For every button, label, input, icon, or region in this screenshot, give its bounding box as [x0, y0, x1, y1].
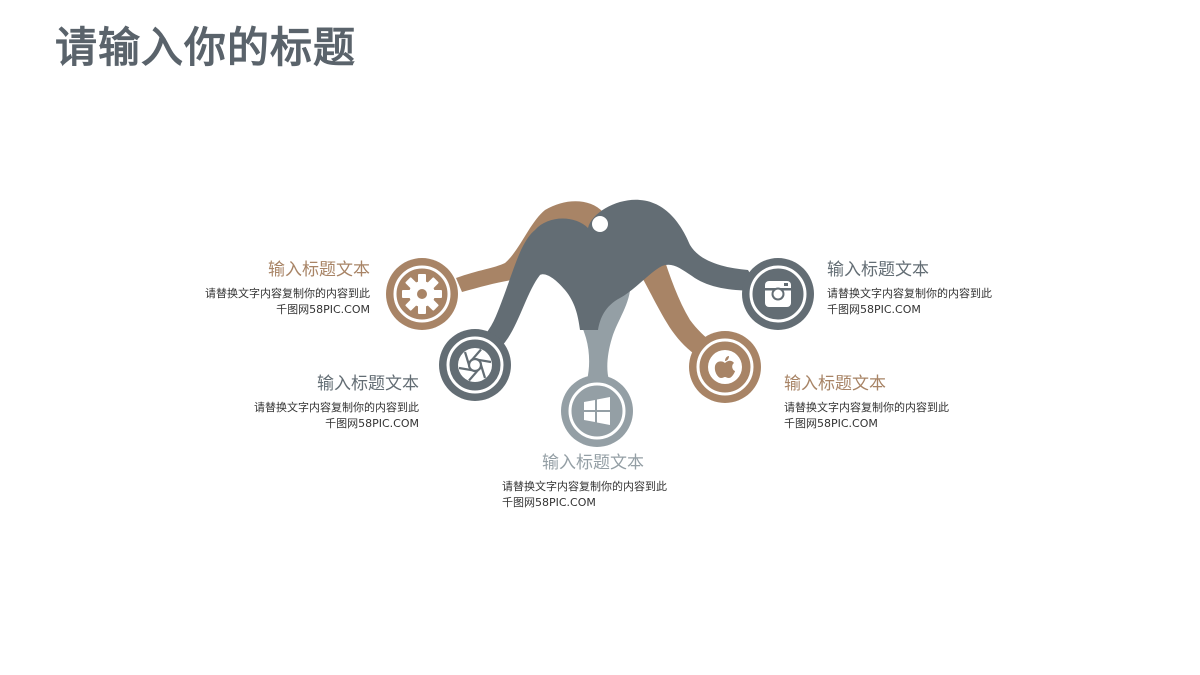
item-desc-line2: 千图网58PIC.COM [325, 417, 419, 430]
item-title: 输入标题文本 [542, 453, 644, 473]
item-desc-line1: 请替换文字内容复制你的内容到此 [784, 401, 949, 414]
item-desc-line2: 千图网58PIC.COM [784, 417, 878, 430]
decorative-dot [592, 216, 608, 232]
item-title: 输入标题文本 [827, 260, 929, 280]
item-desc-line1: 请替换文字内容复制你的内容到此 [254, 401, 419, 414]
item-instagram: 输入标题文本 请替换文字内容复制你的内容到此 千图网58PIC.COM [827, 258, 1067, 318]
instagram-icon [765, 281, 791, 307]
gear-icon [402, 274, 442, 314]
item-desc-line1: 请替换文字内容复制你的内容到此 [827, 287, 992, 300]
item-apple: 输入标题文本 请替换文字内容复制你的内容到此 千图网58PIC.COM [784, 372, 1024, 432]
item-aperture: 输入标题文本 请替换文字内容复制你的内容到此 千图网58PIC.COM [179, 372, 419, 432]
item-gear: 输入标题文本 请替换文字内容复制你的内容到此 千图网58PIC.COM [130, 258, 370, 318]
slate-branch-shape [439, 199, 814, 401]
item-desc-line1: 请替换文字内容复制你的内容到此 [205, 287, 370, 300]
windows-icon [584, 397, 610, 425]
apple-icon [708, 350, 742, 384]
item-title: 输入标题文本 [268, 260, 370, 280]
item-desc-line2: 千图网58PIC.COM [276, 303, 370, 316]
item-windows: 输入标题文本 请替换文字内容复制你的内容到此 千图网58PIC.COM [502, 451, 742, 511]
item-title: 输入标题文本 [784, 374, 886, 394]
aperture-icon [458, 348, 492, 382]
item-title: 输入标题文本 [317, 374, 419, 394]
node-rings [393, 265, 807, 440]
item-desc-line2: 千图网58PIC.COM [827, 303, 921, 316]
item-desc-line2: 千图网58PIC.COM [502, 496, 596, 509]
page-title: 请输入你的标题 [55, 23, 357, 72]
item-desc-line1: 请替换文字内容复制你的内容到此 [502, 480, 667, 493]
